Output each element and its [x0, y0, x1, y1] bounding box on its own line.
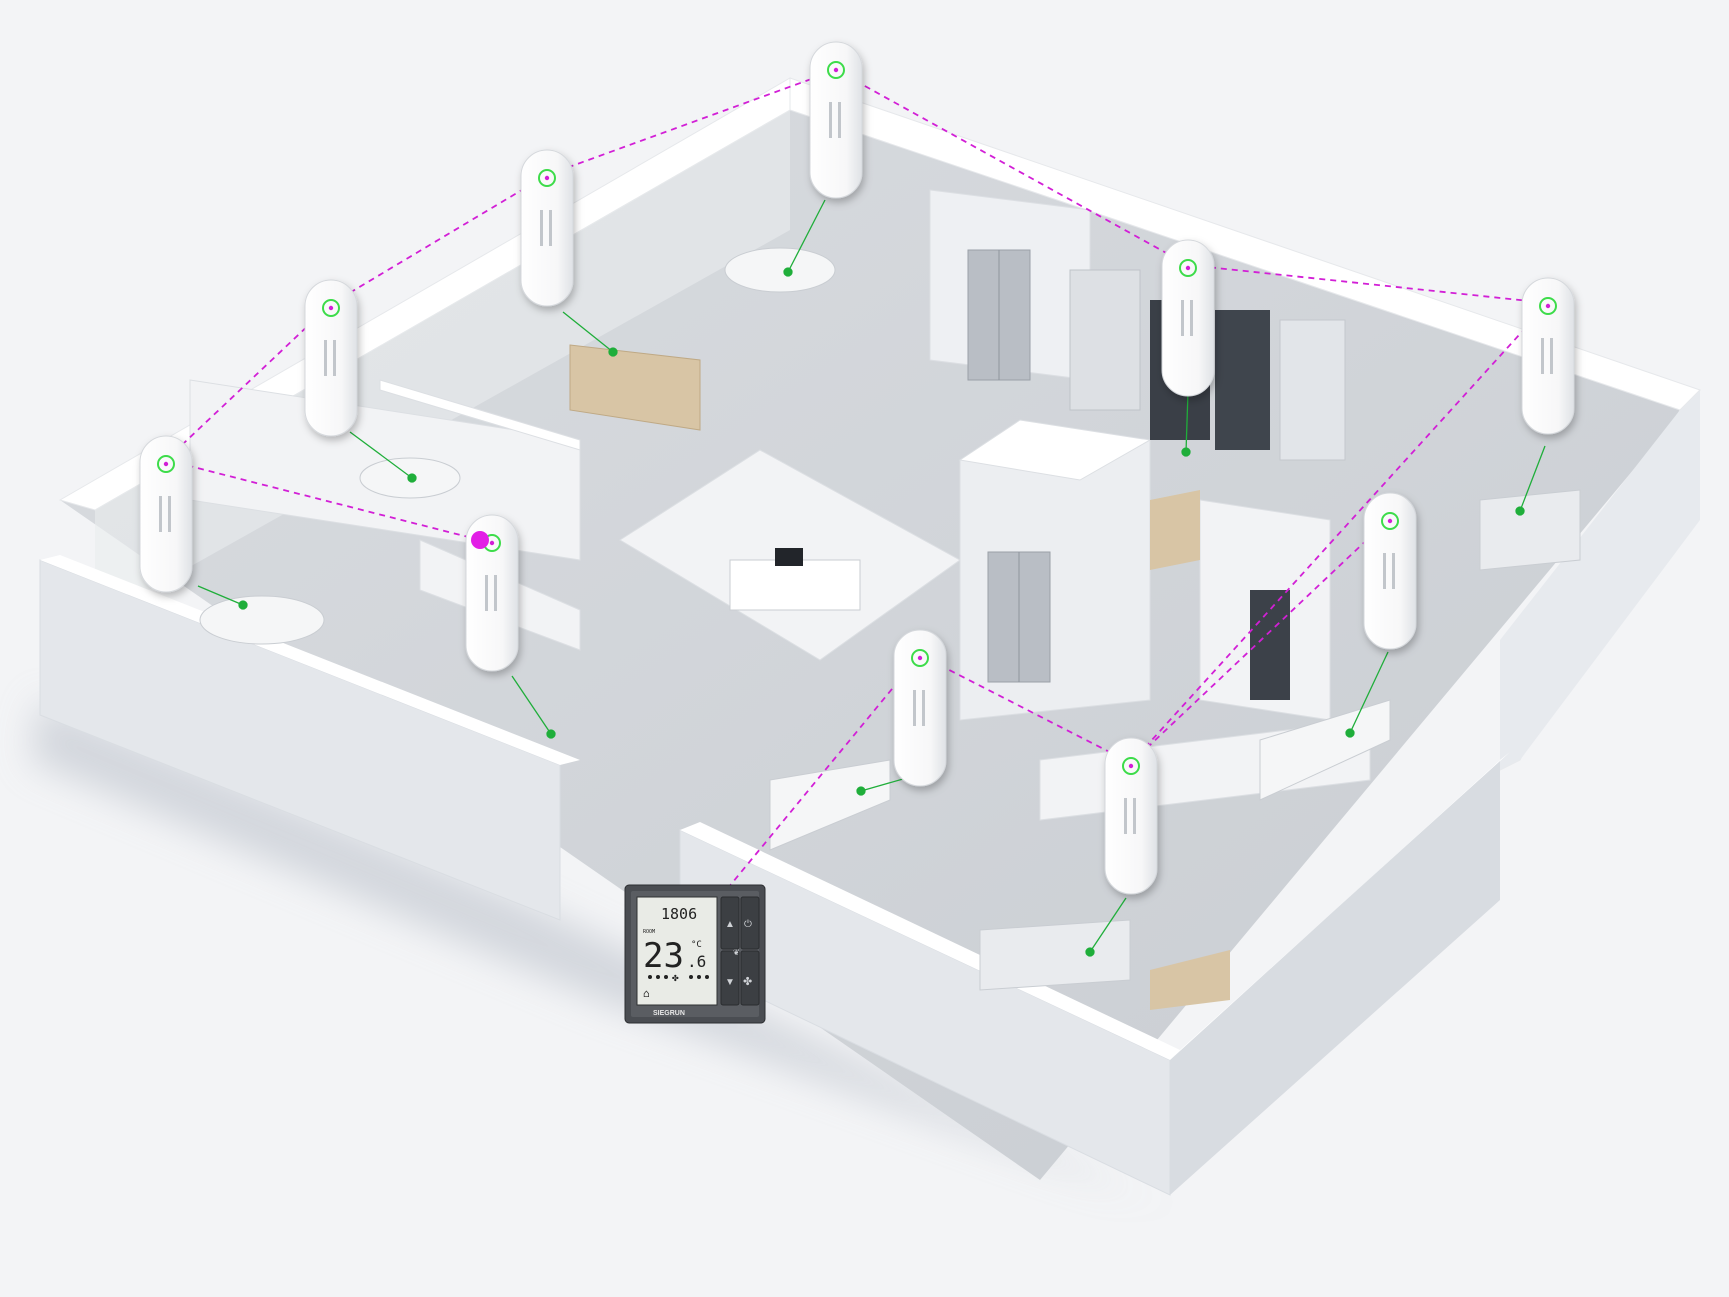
sensor-label-strip: [494, 575, 497, 611]
sensor-status-ring: [538, 169, 556, 187]
sensor-status-ring: [911, 649, 929, 667]
sensor-label-strip: [549, 210, 552, 246]
sensor-status-ring: [157, 455, 175, 473]
sensor-status-ring: [1381, 512, 1399, 530]
sensor-node-dot: [917, 655, 923, 661]
fan-icon[interactable]: ✤: [743, 976, 752, 988]
wireless-sensor-icon: [304, 279, 358, 437]
wireless-sensor-icon: [1104, 737, 1158, 895]
sensor-status-ring: [827, 61, 845, 79]
server-racks: [1069, 269, 1346, 700]
sensor-node-dot: [1185, 265, 1191, 271]
mesh-network-links: [165, 69, 1549, 889]
sensor-2[interactable]: [520, 149, 574, 307]
sensor-label-strip: [333, 340, 336, 376]
wireless-sensor-icon: [809, 41, 863, 199]
lcd-display: [636, 896, 718, 1006]
sensor-status-ring: [322, 299, 340, 317]
sensor-label-strip: [324, 340, 327, 376]
sensor-6[interactable]: [1161, 239, 1215, 397]
sensor-pods: [139, 41, 1575, 895]
leaf-icon[interactable]: ❦: [733, 948, 740, 957]
lcd-top-readout: 1806: [661, 905, 697, 923]
sensor-label-strip: [838, 102, 841, 138]
wireless-sensor-icon: [139, 435, 193, 593]
sensor-8[interactable]: [1363, 492, 1417, 650]
controller-buttons: [720, 896, 760, 1006]
sensor-9[interactable]: [893, 629, 947, 787]
sensor-label-strip: [922, 690, 925, 726]
sensor-node-dot: [163, 461, 169, 467]
ground-shadow: [30, 700, 1180, 1210]
sensor-label-strip: [1190, 300, 1193, 336]
furniture: [199, 247, 1581, 1010]
sensor-node-dot: [489, 540, 495, 546]
wireless-sensor-icon: [1161, 239, 1215, 397]
sensor-status-ring: [1539, 297, 1557, 315]
lcd-temperature-decimal: .6: [687, 952, 706, 971]
sensor-3[interactable]: [304, 279, 358, 437]
selected-sensor-marker[interactable]: [471, 531, 489, 549]
wireless-sensor-icon: [1363, 492, 1417, 650]
sensor-status-ring: [1179, 259, 1197, 277]
wireless-sensor-icon: [465, 514, 519, 672]
down-arrow-icon[interactable]: ▼: [725, 977, 735, 988]
sensor-label-strip: [1124, 798, 1127, 834]
sensor-node-dot: [1128, 763, 1134, 769]
power-icon[interactable]: ⏻: [744, 919, 752, 930]
sensor-label-strip: [1550, 338, 1553, 374]
sensor-label-strip: [1392, 553, 1395, 589]
outer-walls: [39, 77, 1701, 1196]
elevator-doors: [967, 249, 1051, 683]
wireless-sensor-icon: [1521, 277, 1575, 435]
sensor-node-dot: [1545, 303, 1551, 309]
sensor-label-strip: [1541, 338, 1544, 374]
lcd-temperature: 23: [643, 936, 684, 976]
lcd-unit: °C: [691, 940, 702, 950]
sensor-5[interactable]: [465, 514, 519, 672]
wireless-sensor-icon: [893, 629, 947, 787]
sensor-1[interactable]: [809, 41, 863, 199]
brand-logo: SIEGRUN: [653, 1010, 685, 1017]
sensor-label-strip: [540, 210, 543, 246]
sensor-label-strip: [168, 496, 171, 532]
sensor-label-strip: [913, 690, 916, 726]
wireless-sensor-icon: [520, 149, 574, 307]
sensor-label-strip: [1383, 553, 1386, 589]
sensor-label-strip: [1133, 798, 1136, 834]
sensor-node-dot: [833, 67, 839, 73]
sensor-10[interactable]: [1104, 737, 1158, 895]
sensor-links: [197, 199, 1546, 957]
lcd-room-label: ROOM: [643, 929, 655, 935]
sensor-label-strip: [159, 496, 162, 532]
room-controller[interactable]: 1806 ROOM 23 .6 °C ✤ ⌂ SIEGRUN ▲ ⏻ ❦ ▼ ✤: [624, 884, 766, 1024]
sensor-label-strip: [1181, 300, 1184, 336]
svg-text:✤: ✤: [672, 971, 679, 984]
sensor-status-ring: [1122, 757, 1140, 775]
sensor-node-dot: [544, 175, 550, 181]
sensor-7[interactable]: [1521, 277, 1575, 435]
sensor-node-dot: [328, 305, 334, 311]
lcd-home-icon: ⌂: [643, 987, 650, 1000]
sensor-label-strip: [829, 102, 832, 138]
lcd-fan-icon: ✤: [648, 971, 709, 984]
sensor-node-dot: [1387, 518, 1393, 524]
sensor-4[interactable]: [139, 435, 193, 593]
sensor-label-strip: [485, 575, 488, 611]
up-arrow-icon[interactable]: ▲: [725, 919, 735, 930]
